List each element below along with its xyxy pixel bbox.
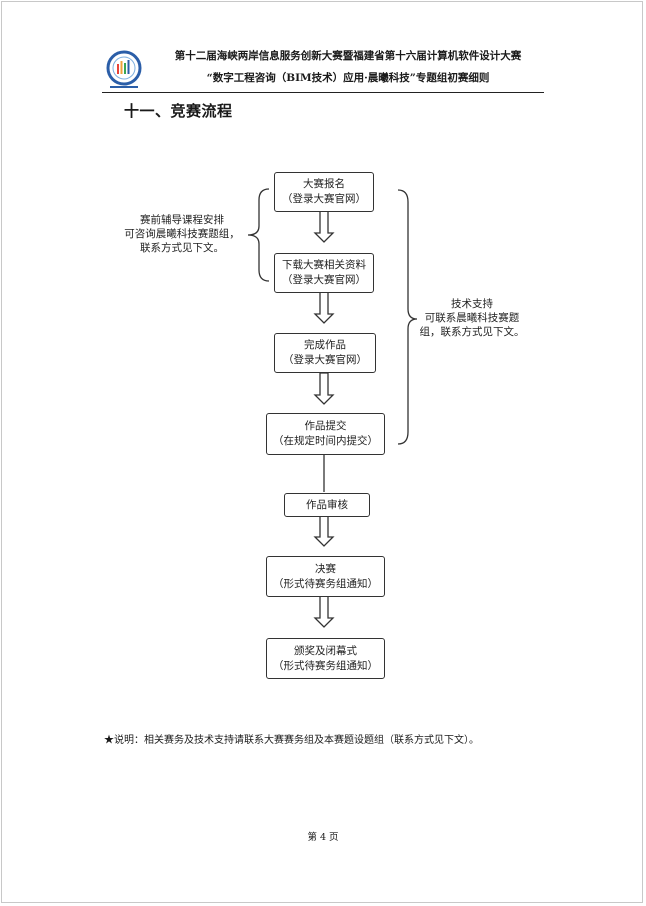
page-number: 第 4 页 <box>307 832 339 843</box>
left-note-line: 赛前辅导课程安排 <box>140 214 224 226</box>
right-note-line: 组，联系方式见下文。 <box>419 326 525 338</box>
header-divider <box>102 92 544 93</box>
left-note-line: 可咨询晨曦科技赛题组， <box>124 228 240 240</box>
flow-step-title: 下载大赛相关资料 <box>282 259 366 271</box>
flow-step-title: 作品审核 <box>306 498 348 511</box>
flow-step-title: 颁奖及闭幕式 <box>294 644 357 657</box>
flow-step-submit: 作品提交 （在规定时间内提交） <box>266 413 385 455</box>
flow-step-subtitle: （在规定时间内提交） <box>273 435 378 447</box>
flow-step-subtitle: （登录大赛官网） <box>283 354 367 366</box>
left-side-note: 赛前辅导课程安排 可咨询晨曦科技赛题组， 联系方式见下文。 <box>116 213 248 255</box>
flow-step-title: 决赛 <box>315 562 336 575</box>
flow-step-review: 作品审核 <box>284 493 370 517</box>
header-title-line1: 第十二届海峡两岸信息服务创新大赛暨福建省第十六届计算机软件设计大赛 <box>174 50 522 62</box>
flow-step-final: 决赛 （形式待赛务组通知） <box>266 556 385 597</box>
right-note-line: 技术支持 <box>451 298 493 310</box>
flow-step-title: 作品提交 <box>304 420 347 432</box>
flow-step-title: 大赛报名 <box>303 178 345 190</box>
flow-step-subtitle: （登录大赛官网） <box>282 193 366 205</box>
flow-step-title: 完成作品 <box>304 339 346 351</box>
flow-arrow-2 <box>314 291 334 324</box>
flow-step-subtitle: （形式待赛务组通知） <box>273 577 378 590</box>
flow-arrow-5 <box>314 514 334 547</box>
flow-step-register: 大赛报名 （登录大赛官网） <box>274 172 374 212</box>
flow-step-download: 下载大赛相关资料 （登录大赛官网） <box>274 253 374 293</box>
flow-step-subtitle: （登录大赛官网） <box>282 274 366 286</box>
flow-step-subtitle: （形式待赛务组通知） <box>273 659 378 672</box>
section-title: 十一、竞赛流程 <box>124 102 233 120</box>
flow-step-complete: 完成作品 （登录大赛官网） <box>274 333 376 373</box>
flow-step-award: 颁奖及闭幕式 （形式待赛务组通知） <box>266 638 385 679</box>
right-side-note: 技术支持 可联系晨曦科技赛题 组，联系方式见下文。 <box>412 297 532 339</box>
flow-arrow-1 <box>314 210 334 243</box>
competition-logo <box>106 50 142 88</box>
left-note-line: 联系方式见下文。 <box>140 242 224 254</box>
footnote: ★说明：相关赛务及技术支持请联系大赛赛务组及本赛题设题组（联系方式见下文）。 <box>104 735 479 746</box>
header-title-line2: “数字工程咨询（BIM技术）应用·晨曦科技”专题组初赛细则 <box>206 72 490 84</box>
left-brace <box>247 188 270 282</box>
right-note-line: 可联系晨曦科技赛题 <box>424 312 520 324</box>
right-brace <box>397 189 418 445</box>
flow-arrow-3 <box>314 372 334 405</box>
flow-arrow-6 <box>314 595 334 628</box>
